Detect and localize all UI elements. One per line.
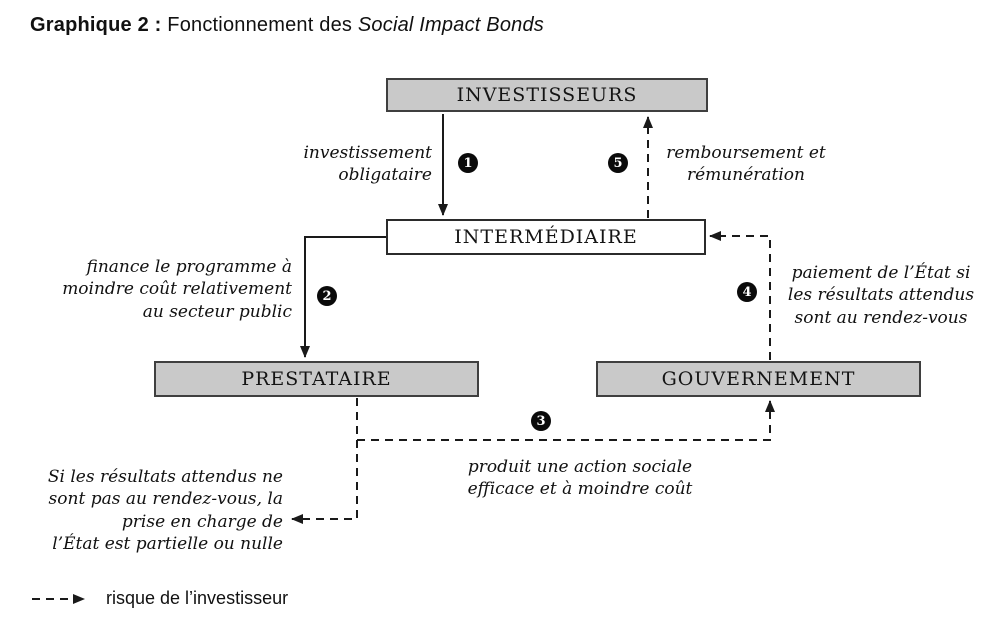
node-intermediaire: INTERMÉDIAIRE — [386, 219, 706, 255]
label-investment: investissement obligataire — [303, 143, 432, 186]
label-finance: finance le programme à moindre coût rela… — [62, 257, 292, 322]
figure-title: Graphique 2 : Fonctionnement des Social … — [30, 14, 544, 37]
step-badge-2: 2 — [317, 286, 337, 306]
arrow-investor-risk — [291, 440, 358, 524]
node-gouvernement: GOUVERNEMENT — [596, 361, 921, 397]
label-state-payment: paiement de l’État si les résultats atte… — [787, 263, 975, 328]
step-badge-1: 1 — [458, 153, 478, 173]
legend: risque de l’investisseur — [30, 588, 288, 609]
risk-note: Si les résultats attendus ne sont pas au… — [47, 467, 283, 555]
legend-label: risque de l’investisseur — [106, 588, 289, 608]
node-investisseurs: INVESTISSEURS — [386, 78, 708, 112]
label-reimbursement: remboursement et rémunération — [666, 143, 826, 186]
step-badge-5: 5 — [608, 153, 628, 173]
node-prestataire: PRESTATAIRE — [154, 361, 479, 397]
figure-title-text: Fonctionnement des — [167, 14, 353, 36]
dashed-arrow-icon — [32, 593, 85, 604]
label-social-action: produit une action sociale efficace et à… — [467, 457, 693, 500]
arrow-social-action — [356, 398, 775, 441]
figure-title-emphasis: Social Impact Bonds — [357, 14, 544, 36]
step-badge-3: 3 — [531, 411, 551, 431]
step-badge-4: 4 — [737, 282, 757, 302]
figure-title-prefix: Graphique 2 : — [30, 14, 162, 36]
